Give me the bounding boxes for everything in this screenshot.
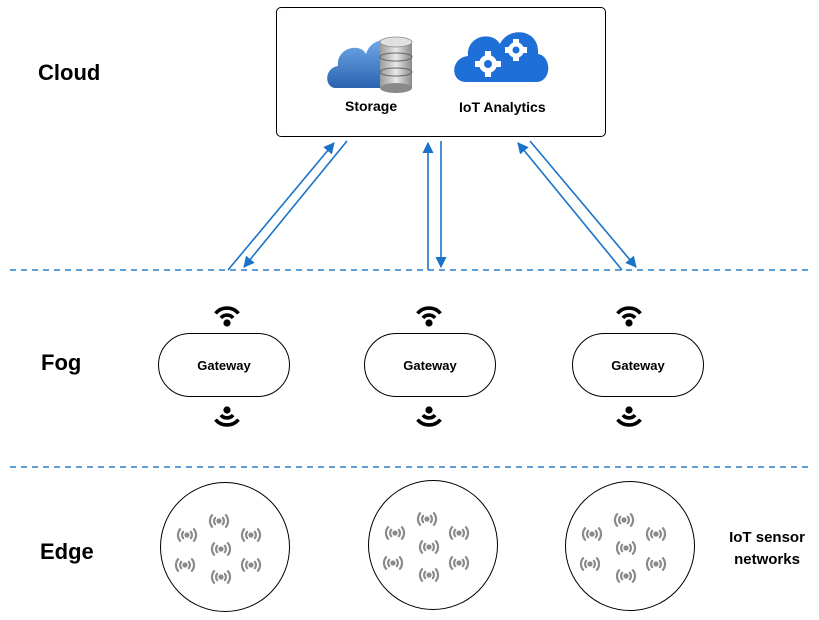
edge-note-line1: IoT sensor (729, 529, 805, 546)
analytics-label: IoT Analytics (459, 99, 546, 115)
gateway-2-label: Gateway (403, 357, 457, 373)
edge-note-line2: networks (734, 551, 800, 568)
analytics-cloud-gears-icon (454, 32, 549, 82)
gateway-2: Gateway (364, 333, 496, 397)
edge-note: IoT sensor networks (712, 527, 819, 571)
sensor-network-3 (565, 481, 695, 611)
gateway-3-label: Gateway (611, 357, 665, 373)
sensor-network-2 (368, 480, 498, 610)
storage-cloud-icon (327, 36, 413, 93)
gateway-1-label: Gateway (197, 357, 251, 373)
tier-label-edge: Edge (40, 539, 94, 564)
tier-label-cloud: Cloud (38, 60, 101, 85)
gateway-3: Gateway (572, 333, 704, 397)
storage-label: Storage (345, 98, 398, 114)
link-gateway-3 (517, 140, 637, 271)
gateway-1: Gateway (158, 333, 290, 397)
sensor-network-1 (160, 482, 290, 612)
link-gateway-1 (227, 140, 348, 271)
tier-label-fog: Fog (41, 350, 82, 375)
link-gateway-2 (422, 141, 447, 270)
